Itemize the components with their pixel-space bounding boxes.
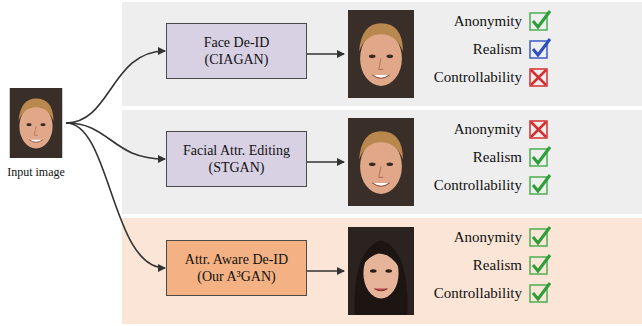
- input-photo: [10, 88, 63, 158]
- blue-check-icon: [530, 39, 550, 58]
- check-icon: [530, 283, 550, 302]
- panel: [122, 110, 642, 214]
- check-icon: [530, 175, 550, 194]
- cross-icon: [530, 69, 547, 86]
- process-box: Face De-ID (CIAGAN): [166, 23, 307, 79]
- check-icon: [530, 147, 550, 166]
- criterion-label: Realism: [473, 40, 522, 58]
- criterion-label: Anonymity: [454, 228, 522, 246]
- process-box: Facial Attr. Editing (STGAN): [166, 131, 307, 187]
- output-photo: [348, 10, 414, 98]
- output-arrow: [307, 53, 344, 55]
- criterion-label: Controllability: [434, 68, 522, 86]
- criterion-label: Realism: [473, 256, 522, 274]
- box-text: Attr. Aware De-ID (Our A³GAN): [175, 251, 298, 285]
- box-text: Facial Attr. Editing (STGAN): [175, 142, 298, 176]
- image-caption: Input image: [7, 165, 65, 180]
- output-arrow: [307, 161, 344, 163]
- output-arrow: [307, 270, 344, 272]
- process-box: Attr. Aware De-ID (Our A³GAN): [166, 240, 307, 296]
- check-icon: [530, 227, 550, 246]
- connector-arrow: [66, 123, 165, 268]
- criterion-label: Controllability: [434, 176, 522, 194]
- check-icon: [530, 11, 550, 30]
- box-text: Face De-ID (CIAGAN): [175, 34, 298, 68]
- criterion-label: Anonymity: [454, 12, 522, 30]
- panel: [122, 218, 642, 324]
- output-photo: [348, 118, 414, 206]
- criterion-label: Controllability: [434, 284, 522, 302]
- cross-icon: [530, 121, 547, 138]
- criterion-label: Anonymity: [454, 120, 522, 138]
- input-image: Input image: [0, 88, 72, 180]
- check-icon: [530, 255, 550, 274]
- output-photo: [348, 227, 414, 315]
- panel: [122, 2, 642, 106]
- criterion-label: Realism: [473, 148, 522, 166]
- connector-arrow: [66, 51, 165, 123]
